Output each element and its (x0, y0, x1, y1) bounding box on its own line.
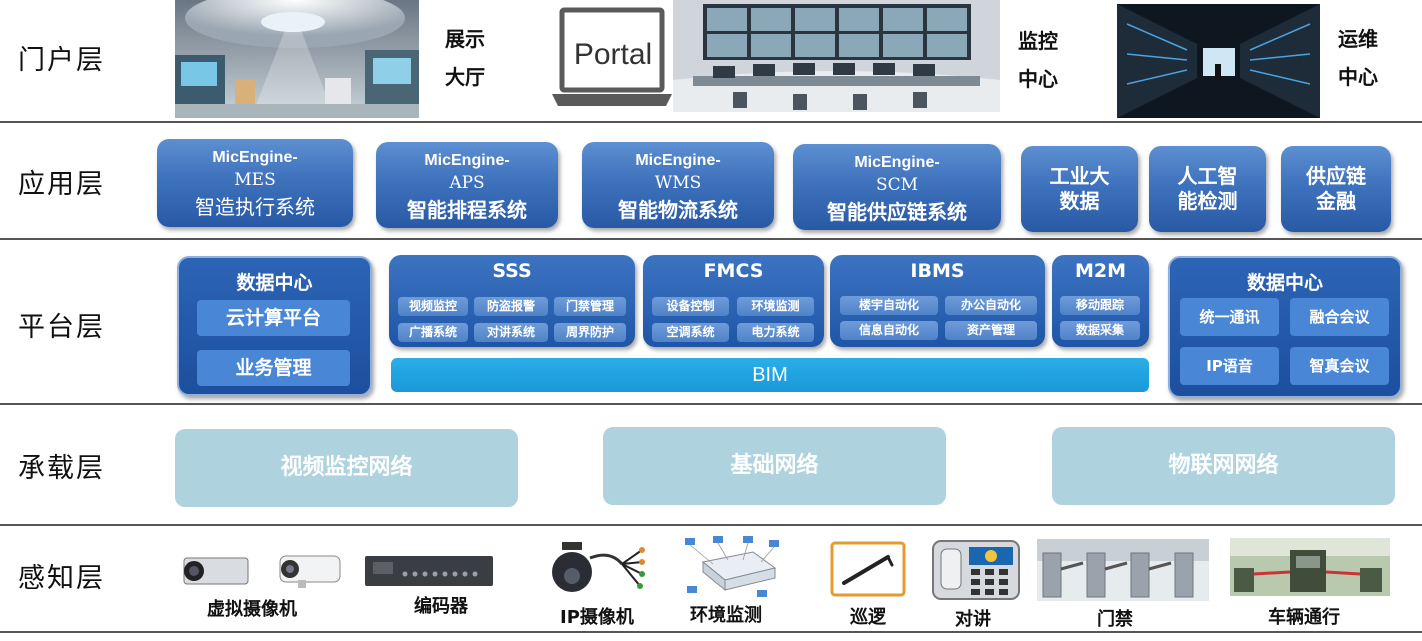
sss-item: 对讲系统 (474, 323, 548, 342)
exhibition-hall-image (175, 0, 419, 118)
layer-divider (0, 121, 1422, 123)
basic-network-box: 基础网络 (603, 427, 946, 505)
layer-divider (0, 631, 1422, 633)
video-monitoring-network-box: 视频监控网络 (175, 429, 518, 507)
m2m-item: 数据采集 (1060, 321, 1140, 340)
sss-item: 周界防护 (554, 323, 626, 342)
device-label-intercom: 对讲 (955, 609, 991, 630)
device-label-ip-camera: IP摄像机 (560, 607, 634, 628)
app-wms-box: MicEngine- WMS 智能物流系统 (582, 142, 774, 228)
device-label-virtual-camera: 虚拟摄像机 (207, 599, 297, 620)
app-supply-chain-finance-box: 供应链金融 (1281, 146, 1391, 232)
device-label-patrol: 巡逻 (850, 607, 886, 628)
cloud-platform-chip: 云计算平台 (197, 300, 350, 336)
app-aps-box: MicEngine- APS 智能排程系统 (376, 142, 558, 228)
business-management-chip: 业务管理 (197, 350, 350, 386)
app-scm-box: MicEngine- SCM 智能供应链系统 (793, 144, 1001, 230)
iot-network-box: 物联网网络 (1052, 427, 1395, 505)
ip-camera-icon (550, 540, 645, 602)
ibms-item: 信息自动化 (840, 321, 938, 340)
laptop-icon (550, 2, 674, 110)
layer-divider (0, 403, 1422, 405)
device-label-environment-monitoring: 环境监测 (690, 605, 762, 626)
fmcs-item: 电力系统 (737, 323, 814, 342)
ibms-item: 办公自动化 (945, 296, 1037, 315)
sss-item: 门禁管理 (554, 297, 626, 316)
sss-item: 广播系统 (398, 323, 468, 342)
layer-label-carrier: 承载层 (18, 453, 105, 484)
operations-center-label: 运维 中心 (1338, 27, 1378, 89)
layer-label-application: 应用层 (18, 169, 105, 200)
fmcs-item: 空调系统 (652, 323, 729, 342)
patrol-icon (830, 541, 906, 597)
telepresence-chip: 智真会议 (1290, 347, 1389, 385)
app-mes-box: MicEngine- MES 智造执行系统 (157, 139, 353, 227)
device-label-vehicle-access: 车辆通行 (1268, 607, 1340, 628)
ibms-item: 资产管理 (945, 321, 1037, 340)
fmcs-item: 环境监测 (737, 297, 814, 316)
ibms-item: 楼宇自动化 (840, 296, 938, 315)
monitoring-center-label: 监控 中心 (1018, 29, 1058, 91)
encoder-icon (365, 554, 493, 588)
vehicle-barrier-icon (1230, 538, 1390, 596)
layer-divider (0, 524, 1422, 526)
fmcs-title: FMCS (703, 260, 764, 282)
camera-icon (180, 548, 346, 590)
layer-label-perception: 感知层 (18, 563, 105, 594)
bim-bar: BIM (391, 358, 1149, 392)
device-label-encoder: 编码器 (414, 596, 468, 617)
sss-item: 防盗报警 (474, 297, 548, 316)
ibms-title: IBMS (910, 260, 965, 282)
operations-center-image (1117, 4, 1320, 118)
environment-monitoring-icon (683, 534, 783, 602)
m2m-title: M2M (1074, 260, 1127, 282)
sss-title: SSS (492, 260, 532, 282)
exhibition-hall-label: 展示 大厅 (445, 27, 485, 89)
m2m-item: 移动跟踪 (1060, 296, 1140, 315)
platform-data-center-right-title: 数据中心 (1246, 272, 1323, 294)
device-label-access-control: 门禁 (1097, 609, 1133, 630)
app-industrial-bigdata-box: 工业大数据 (1021, 146, 1138, 232)
fmcs-item: 设备控制 (652, 297, 729, 316)
access-gate-icon (1037, 539, 1209, 601)
sss-item: 视频监控 (398, 297, 468, 316)
platform-data-center-title: 数据中心 (236, 272, 313, 294)
layer-label-platform: 平台层 (18, 312, 105, 343)
portal-text: Portal (573, 38, 653, 71)
layer-divider (0, 238, 1422, 240)
intercom-icon (931, 539, 1021, 601)
layer-label-portal: 门户层 (18, 45, 105, 76)
monitoring-center-image (673, 0, 1000, 112)
app-ai-inspection-box: 人工智能检测 (1149, 146, 1266, 232)
ip-voice-chip: IP语音 (1180, 347, 1279, 385)
unified-communication-chip: 统一通讯 (1180, 298, 1279, 336)
converged-meeting-chip: 融合会议 (1290, 298, 1389, 336)
